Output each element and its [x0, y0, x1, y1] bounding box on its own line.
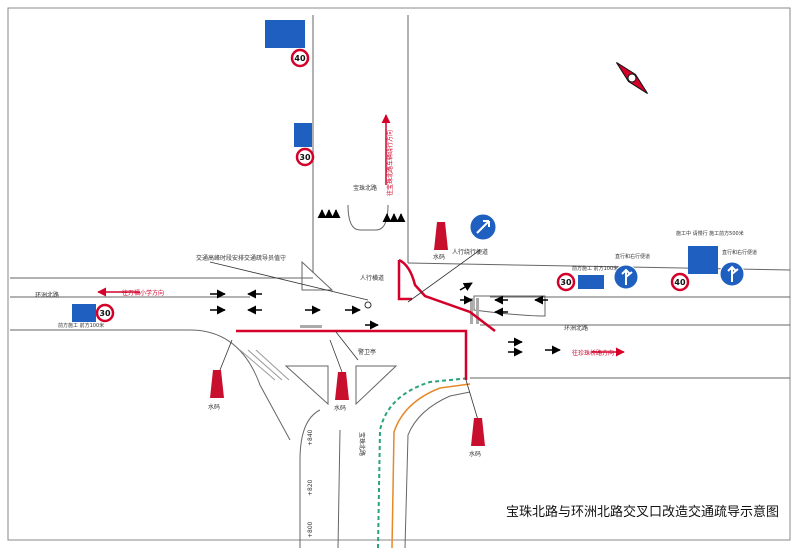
detour-arrows — [97, 114, 625, 357]
lane-arrows — [210, 209, 561, 357]
chainage-800: +800 — [307, 521, 314, 538]
guard-marker — [364, 301, 372, 309]
chainage-840: +840 — [307, 429, 314, 446]
north-road-label: 宝珠北路 — [353, 184, 377, 192]
speed-limit-icons — [95, 48, 690, 323]
east-direction-label: 往珍珠桥路方向 — [572, 349, 614, 357]
straight-right-sign-1: 直行和右行便道 — [615, 253, 650, 260]
construction-100m-east: 前方施工 前方100米 — [572, 265, 618, 272]
straight-right-sign-2: 直行和右行便道 — [722, 249, 757, 256]
crosswalk — [300, 298, 479, 328]
detour-routes — [236, 258, 496, 380]
south-road-label: 宝珠北路 — [358, 432, 366, 456]
pedestrian-detour-label: 人行绕行便道 — [452, 248, 488, 256]
guard-label: 警卫亭 — [358, 348, 376, 356]
north-detour-label: 往宝珠北路车辆绕行方向 — [386, 130, 394, 196]
west-100m-sign: 前方施工 前方100米 — [58, 322, 104, 329]
west-direction-label: 往万福小学方向 — [122, 289, 164, 297]
speed-30-east: 30 — [560, 278, 572, 287]
water-barrier-label-2: 水码 — [208, 403, 220, 411]
crossing-label: 人行横道 — [360, 274, 384, 282]
speed-40-east: 40 — [674, 278, 686, 287]
east-road-label: 环洲北路 — [564, 324, 588, 332]
frame-border — [7, 7, 791, 541]
water-barrier-label-3: 水码 — [334, 404, 346, 412]
blue-signs — [72, 20, 718, 322]
speed-30-north: 30 — [299, 153, 311, 162]
water-barrier-icon — [210, 222, 485, 446]
traffic-islands — [239, 260, 546, 406]
diagram-title: 宝珠北路与环洲北路交叉口改造交通疏导示意图 — [506, 504, 779, 520]
water-barrier-label-1: 水码 — [433, 253, 445, 261]
police-post-label: 交通高峰时段安排交通疏导员值守 — [196, 254, 286, 262]
speed-30-west: 30 — [99, 309, 111, 318]
speed-40-north: 40 — [294, 54, 306, 63]
chainage-820: +820 — [307, 479, 314, 496]
sign-arrow-glyphs — [476, 220, 739, 285]
south-road — [299, 377, 471, 548]
leader-lines — [209, 240, 481, 421]
west-road-label: 环洲北路 — [35, 291, 59, 299]
construction-500m-east: 施工中 请慢行 施工前方500米 — [676, 230, 744, 237]
water-barrier-label-4: 水码 — [469, 450, 481, 458]
west-road — [10, 277, 313, 441]
compass-icon — [616, 62, 648, 94]
